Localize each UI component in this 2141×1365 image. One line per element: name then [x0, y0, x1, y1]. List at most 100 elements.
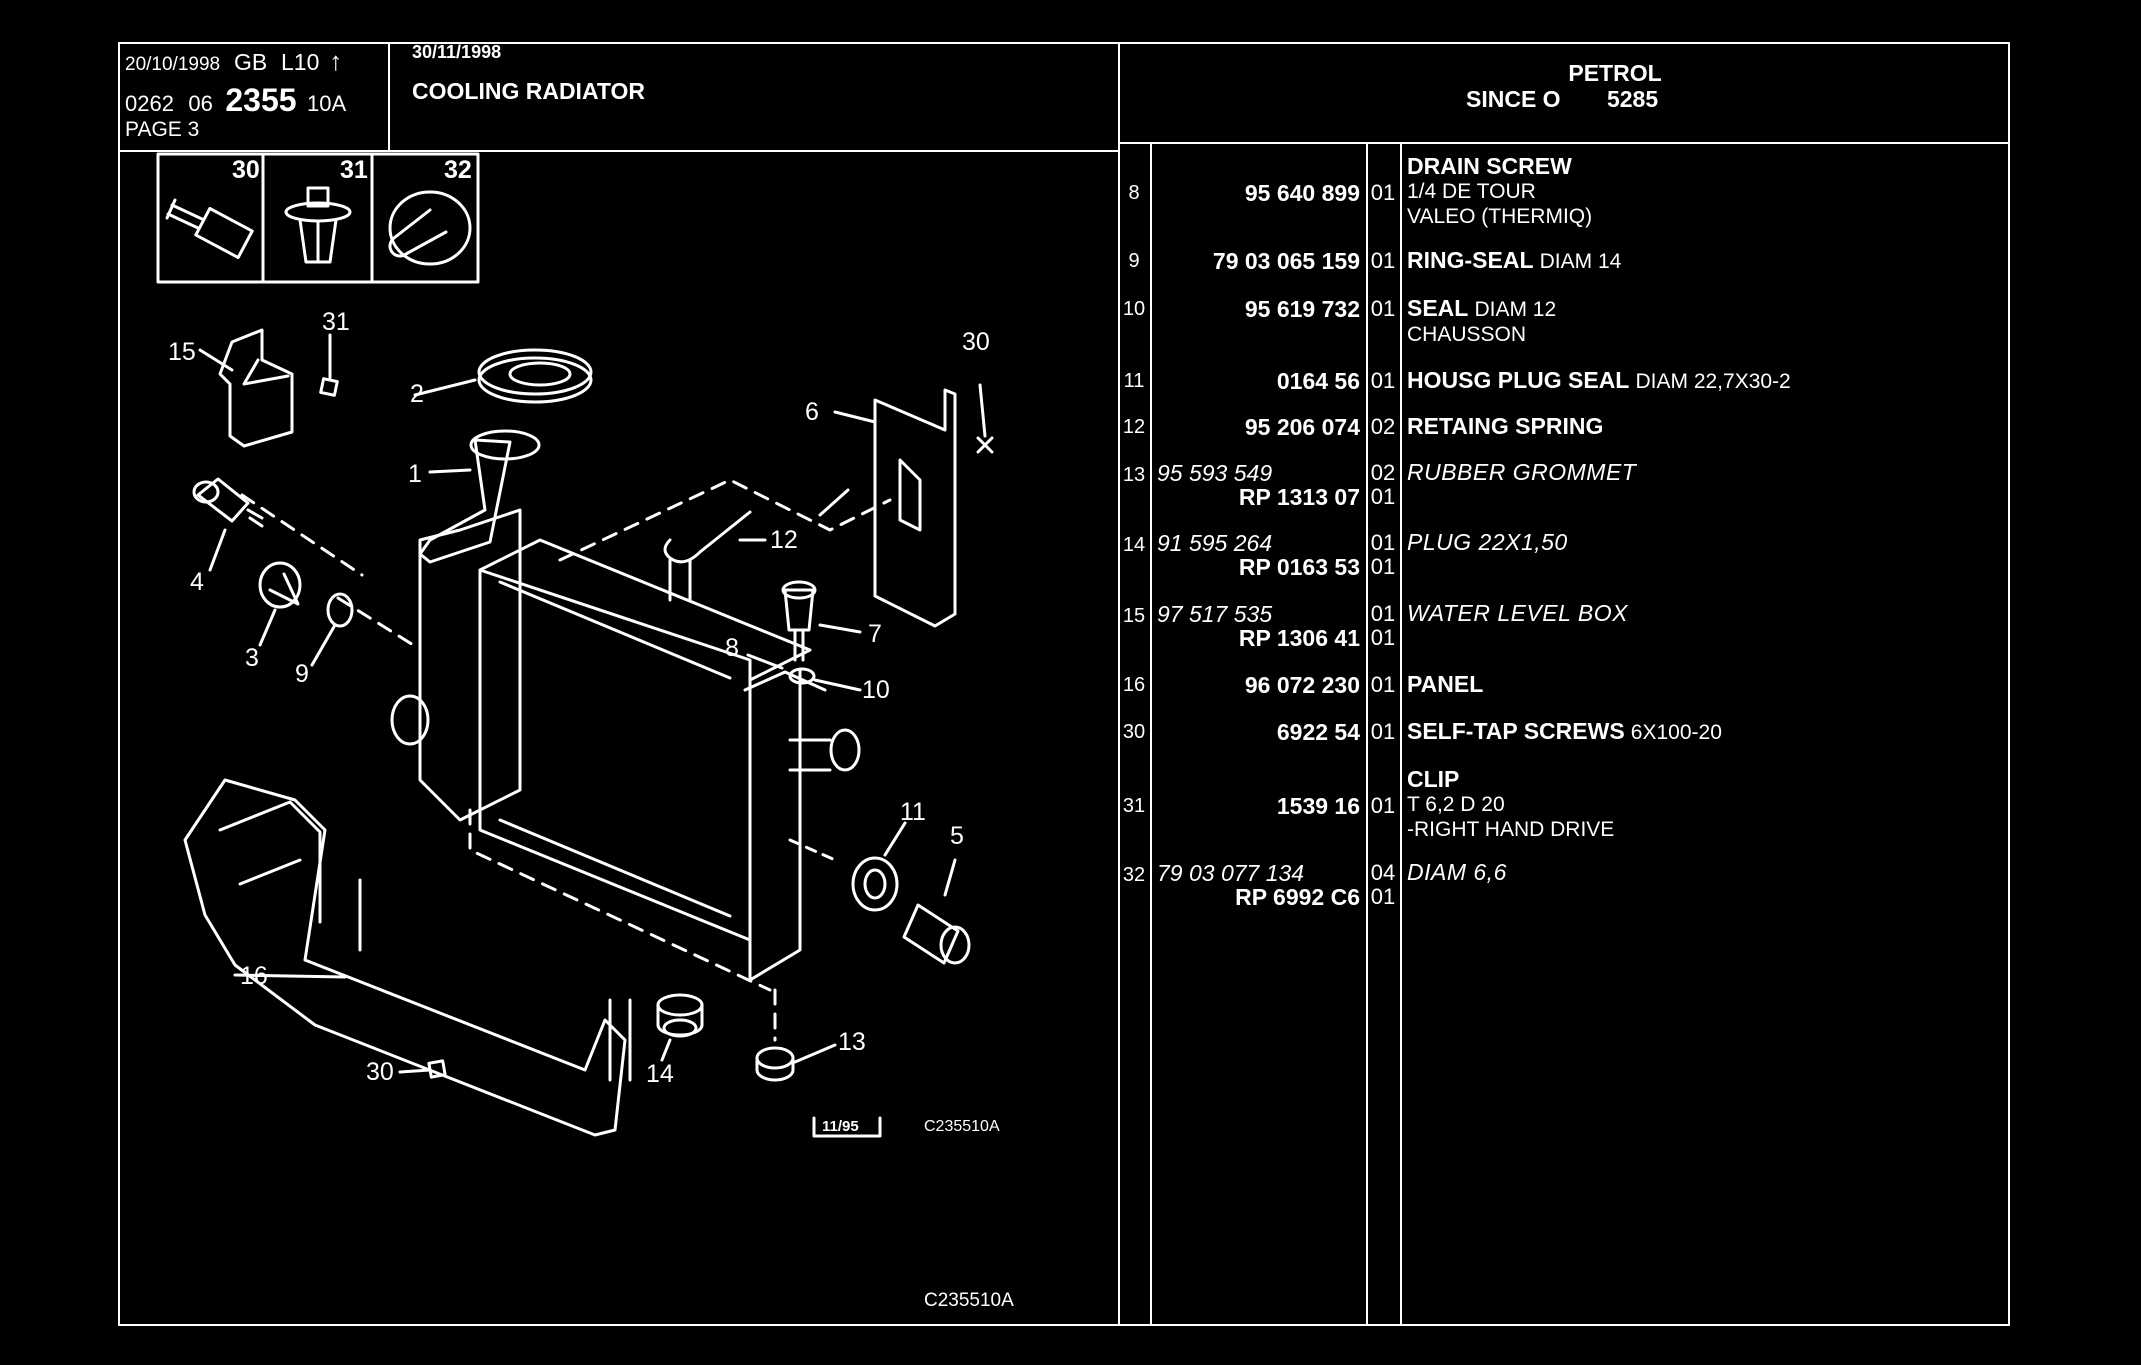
part-description: RETAING SPRING [1407, 414, 1997, 439]
part-quantity-rp: 01 [1370, 554, 1396, 579]
callout-4: 4 [190, 568, 204, 596]
inset-label-32: 32 [444, 156, 472, 184]
callout-30-bottom: 30 [366, 1058, 394, 1086]
clip-icon [284, 186, 352, 264]
page-title: COOLING RADIATOR [412, 78, 645, 104]
temperature-switch-icon [902, 903, 971, 965]
callout-8: 8 [725, 634, 739, 662]
part-number: 16 [1122, 674, 1146, 696]
part-quantity: 01 [1370, 530, 1396, 555]
header-ref-a: 0262 [125, 91, 174, 116]
callout-15: 15 [168, 338, 196, 366]
inset-label-30: 30 [232, 156, 260, 184]
part-title: PANEL [1407, 671, 1484, 697]
part-title: CLIP [1407, 766, 1460, 792]
callout-6: 6 [805, 398, 819, 426]
diagram-code-small: C235510A [924, 1118, 1000, 1135]
col-line-no [1150, 142, 1152, 1326]
part-quantity: 01 [1370, 601, 1396, 626]
part-reference-old: 95 593 549 [1157, 460, 1273, 486]
callout-1: 1 [408, 460, 422, 488]
part-number: 11 [1123, 370, 1145, 392]
part-detail-line: -RIGHT HAND DRIVE [1407, 818, 1615, 841]
part-title-detail: DIAM 22,7X30-2 [1635, 370, 1791, 393]
header-since: SINCE O 5285 [1466, 86, 1658, 113]
part-description: DIAM 6,6 [1407, 860, 1997, 885]
part-number: 31 [1122, 795, 1146, 817]
screw-icon [165, 198, 254, 260]
diagram-code-bottom: C235510A [924, 1290, 1014, 1311]
part-title: HOUSG PLUG SEAL [1407, 367, 1630, 393]
diagram-date: 11/95 [822, 1118, 859, 1135]
part-title: SEAL [1407, 295, 1469, 321]
part-title: RING-SEAL [1407, 247, 1534, 273]
plug-icon [258, 561, 302, 609]
part-quantity: 01 [1370, 248, 1396, 273]
part-description: PANEL [1407, 672, 1997, 697]
col-line-ref [1366, 142, 1368, 1326]
exploded-diagram [156, 152, 994, 1138]
part-reference: 0164 56 [1276, 368, 1360, 394]
part-description: WATER LEVEL BOX [1407, 601, 1997, 626]
header-code: L10 [281, 49, 320, 75]
header-lang: GB [233, 49, 268, 75]
callout-9: 9 [295, 660, 309, 688]
part-quantity: 01 [1370, 672, 1396, 697]
part-reference: 6922 54 [1276, 719, 1360, 745]
grommet-icon [388, 190, 472, 266]
part-description: RUBBER GROMMET [1407, 460, 1997, 485]
part-title: PLUG 22X1,50 [1407, 529, 1568, 555]
header-date1: 20/10/1998 [125, 54, 221, 75]
part-reference-rp: RP 1313 07 [1238, 484, 1360, 510]
part-title: WATER LEVEL BOX [1407, 600, 1628, 626]
part-reference-rp: RP 6992 C6 [1235, 884, 1360, 910]
inset-label-31: 31 [340, 156, 368, 184]
callout-10: 10 [862, 676, 890, 704]
part-quantity: 01 [1370, 296, 1396, 321]
part-reference-rp: RP 0163 53 [1238, 554, 1360, 580]
part-reference: 1539 16 [1276, 793, 1360, 819]
callout-5: 5 [950, 822, 964, 850]
part-quantity-rp: 01 [1370, 484, 1396, 509]
divider-header-ref [388, 42, 390, 152]
part-quantity: 01 [1370, 368, 1396, 393]
part-detail-line: CHAUSSON [1407, 323, 1527, 346]
part-title: DRAIN SCREW [1407, 153, 1572, 179]
part-description: SELF-TAP SCREWS 6X100-20 [1407, 719, 1997, 745]
part-number: 10 [1122, 298, 1146, 320]
header-engine: PETROL [1568, 60, 1662, 86]
part-quantity: 01 [1370, 180, 1396, 205]
sensor-icon [196, 477, 250, 523]
part-number: 32 [1122, 864, 1146, 886]
part-reference: 96 072 230 [1244, 672, 1360, 698]
header-ref-line: 0262 06 2355 10A [125, 82, 346, 119]
part-number: 14 [1122, 534, 1146, 556]
part-quantity-rp: 01 [1370, 625, 1396, 650]
water-level-box-icon [218, 328, 294, 448]
header-since-label: SINCE O [1466, 86, 1561, 112]
panel-icon [183, 778, 632, 1137]
callout-11: 11 [900, 798, 926, 826]
part-reference-old: 91 595 264 [1157, 530, 1273, 556]
part-description: PLUG 22X1,50 [1407, 530, 1997, 555]
part-title-detail: DIAM 12 [1474, 298, 1557, 321]
part-title: DIAM 6,6 [1407, 859, 1507, 885]
callout-31: 31 [322, 308, 350, 336]
divider-header-left [118, 150, 1120, 152]
col-line-qty [1400, 142, 1402, 1326]
header-date2: 30/11/1998 [412, 42, 502, 62]
callout-14: 14 [646, 1060, 674, 1088]
part-number: 30 [1122, 721, 1146, 743]
callout-3: 3 [245, 644, 259, 672]
date-box [812, 1116, 882, 1138]
rubber-grommet-icon [755, 1046, 795, 1082]
header-ref-main: 2355 [225, 82, 297, 118]
part-quantity: 01 [1370, 793, 1396, 818]
divider-header-right [1118, 142, 2010, 144]
part-title-detail: DIAM 14 [1539, 250, 1622, 273]
header-page: PAGE 3 [125, 118, 200, 141]
part-quantity-rp: 01 [1370, 884, 1396, 909]
part-number: 15 [1122, 605, 1146, 627]
